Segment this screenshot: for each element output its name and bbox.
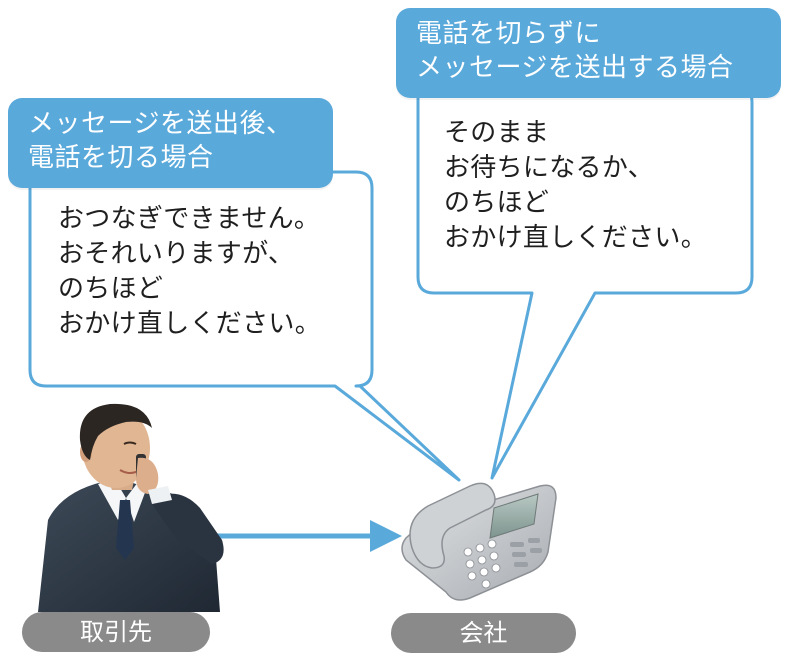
arrow-right-icon [210,520,402,552]
left-message-line-1: おつなぎできません。 [58,204,321,234]
company-label: 会社 [391,613,576,653]
left-message-text: おつなぎできません。 おそれいりますが、 のちほど おかけ直しください。 [58,202,321,342]
right-message-line-2: お待ちになるか、 [444,153,654,183]
businessman-on-phone-icon [38,403,224,612]
left-message-line-3: のちほど [58,274,164,304]
left-message-line-2: おそれいりますが、 [58,239,295,269]
left-speech-bubble [28,170,461,482]
right-message-line-4: おかけ直しください。 [444,223,708,253]
right-header-line-2: メッセージを送出する場合 [416,53,734,83]
right-message-line-1: そのまま [444,118,550,148]
office-desk-phone-icon [401,482,557,601]
right-message-text: そのまま お待ちになるか、 のちほど おかけ直しください。 [444,116,707,256]
left-condition-header: メッセージを送出後、 電話を切る場合 [8,98,333,188]
left-header-line-1: メッセージを送出後、 [28,109,293,139]
left-message-line-4: おかけ直しください。 [58,309,322,339]
right-condition-header: 電話を切らずに メッセージを送出する場合 [396,8,781,98]
left-header-line-2: 電話を切る場合 [28,143,214,173]
right-message-line-3: のちほど [444,188,550,218]
right-header-line-1: 電話を切らずに [416,19,601,49]
client-label: 取引先 [22,612,210,652]
